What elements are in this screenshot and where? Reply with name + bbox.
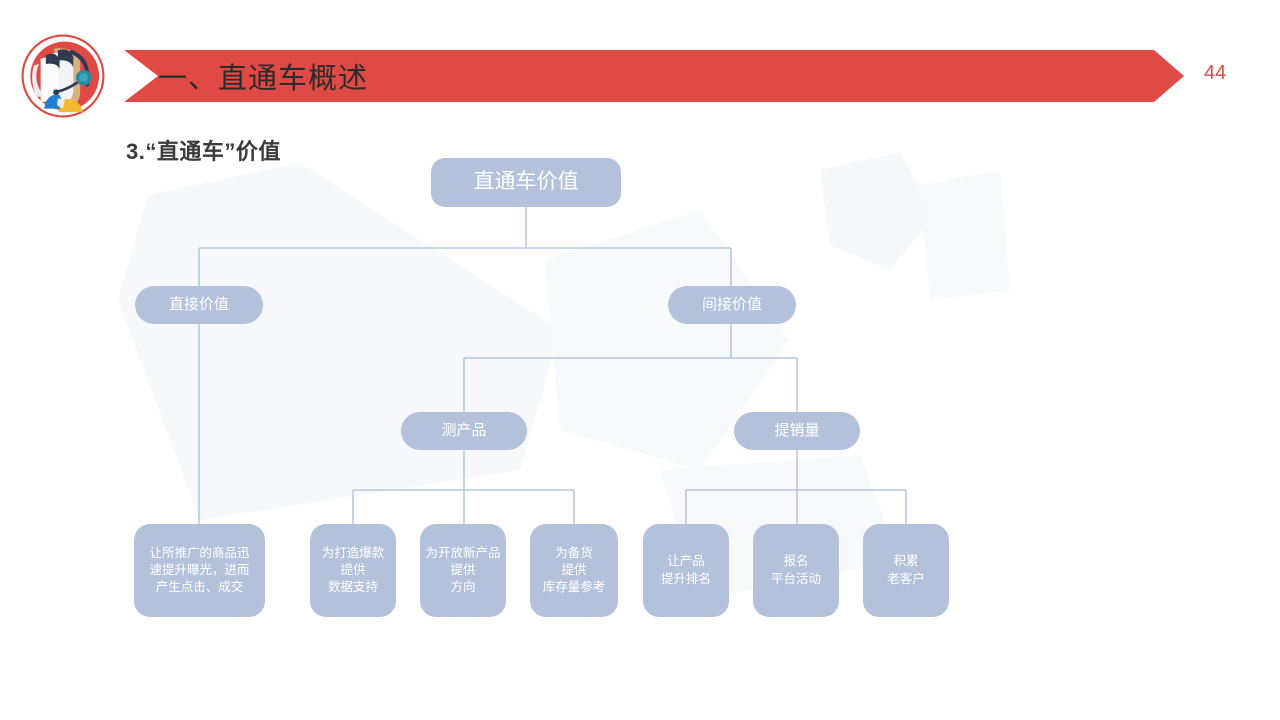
leaf-text: 积累老客户	[887, 554, 925, 586]
node-label: 直通车价值	[473, 170, 579, 194]
diagram-leaf-test-1[interactable]: 为打造爆款提供数据支持	[310, 524, 396, 617]
node-label: 提销量	[774, 421, 820, 439]
page-number: 44	[1204, 62, 1227, 84]
section-subtitle: 3.“直通车”价值	[126, 139, 281, 164]
node-label: 测产品	[441, 421, 487, 439]
leaf-text: 为打造爆款提供数据支持	[321, 545, 385, 595]
node-label: 间接价值	[701, 295, 762, 313]
diagram-node-root[interactable]: 直通车价值	[431, 158, 621, 207]
leaf-text: 让所推广的商品迅速提升曝光，进而产生点击、成交	[149, 545, 250, 595]
diagram-node-test-product[interactable]: 测产品	[401, 412, 527, 450]
diagram-leaf-test-2[interactable]: 为开放新产品提供方向	[420, 524, 506, 617]
leaf-text: 为备货提供库存量参考	[542, 545, 606, 595]
diagram-node-boost-sales[interactable]: 提销量	[734, 412, 860, 450]
diagram-leaf-sales-1[interactable]: 让产品提升排名	[643, 524, 729, 617]
diagram-leaf-sales-2[interactable]: 报名平台活动	[753, 524, 839, 617]
diagram-node-direct-value[interactable]: 直接价值	[135, 286, 263, 324]
diagram-leaf-test-3[interactable]: 为备货提供库存量参考	[530, 524, 618, 617]
customer-service-headset-logo	[21, 34, 105, 118]
diagram-leaf-direct-1[interactable]: 让所推广的商品迅速提升曝光，进而产生点击、成交	[134, 524, 265, 617]
diagram-node-indirect-value[interactable]: 间接价值	[668, 286, 796, 324]
leaf-text: 报名平台活动	[770, 554, 821, 586]
node-label: 直接价值	[168, 295, 229, 313]
diagram-leaf-sales-3[interactable]: 积累老客户	[863, 524, 949, 617]
leaf-text: 为开放新产品提供方向	[425, 545, 501, 595]
section-banner	[124, 50, 1184, 102]
page-title: 一、直通车概述	[158, 63, 369, 95]
leaf-text: 让产品提升排名	[660, 554, 711, 586]
